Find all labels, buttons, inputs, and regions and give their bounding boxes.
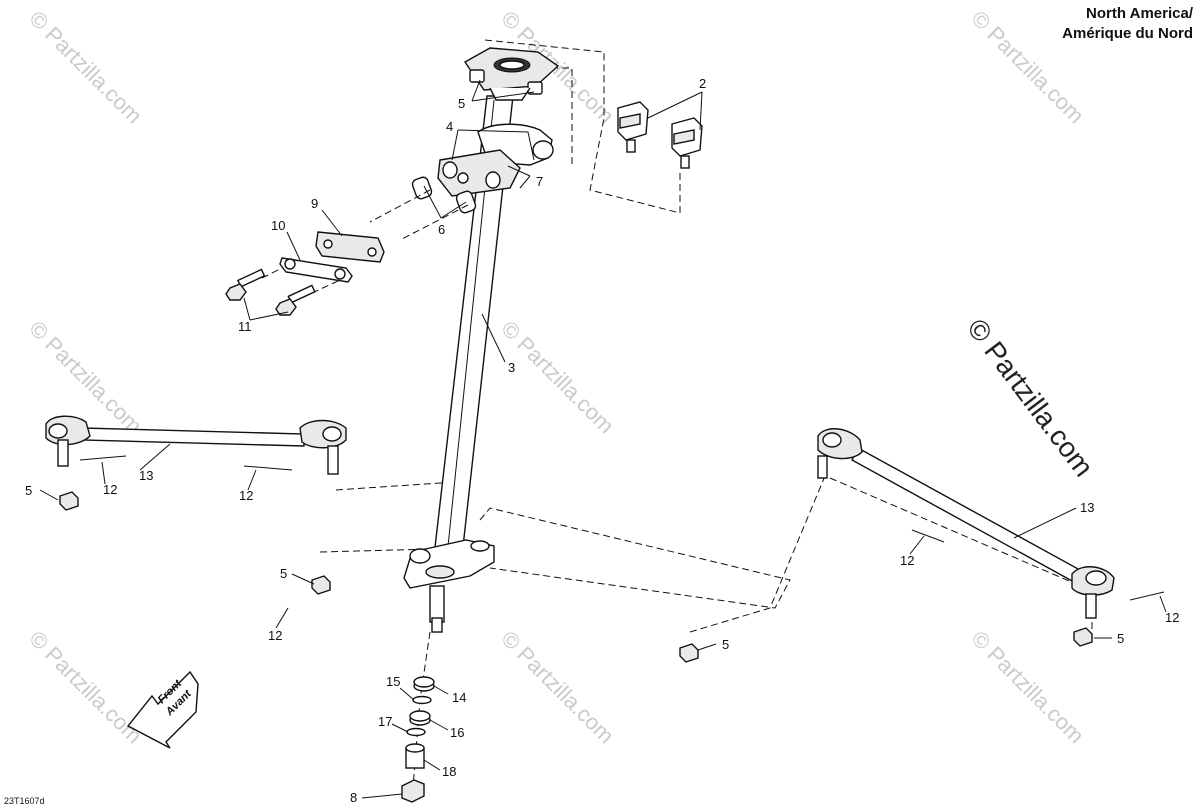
watermark-group: © Partzilla.com © Partzilla.com © Partzi… <box>24 6 1089 749</box>
callout-17: 17 <box>378 714 392 729</box>
callout-8: 8 <box>350 790 357 805</box>
callout-11: 11 <box>238 319 252 334</box>
callout-12-c: 12 <box>268 628 282 643</box>
callout-5-mid: 5 <box>722 637 729 652</box>
callout-4: 4 <box>446 119 453 134</box>
bolt-11-a <box>225 267 283 301</box>
figure-code: 23T1607d <box>4 796 45 806</box>
callout-12-b: 12 <box>239 488 253 503</box>
watermark-text: © Partzilla.com <box>24 316 147 439</box>
tie-rod-right <box>817 428 1165 619</box>
nut-5-left <box>59 491 79 511</box>
callout-18: 18 <box>442 764 456 779</box>
clamp-2-b <box>671 117 703 169</box>
watermark-text: © Partzilla.com <box>24 6 147 129</box>
region-label-line2: Amérique du Nord <box>1062 25 1193 42</box>
pitman-arm <box>403 539 495 633</box>
callout-6: 6 <box>438 222 445 237</box>
nut-5-right <box>1073 627 1093 647</box>
tie-rod-left <box>45 415 347 475</box>
bushing-18 <box>405 743 425 769</box>
washer-17 <box>406 727 426 737</box>
callout-13-right: 13 <box>1080 500 1094 515</box>
callout-3: 3 <box>508 360 515 375</box>
callout-5-top: 5 <box>458 96 465 111</box>
bolt-11-b <box>275 279 341 316</box>
nut-5-mid <box>679 643 699 663</box>
plate-9 <box>315 231 385 263</box>
watermark-text: © Partzilla.com <box>496 316 619 439</box>
callout-5-right: 5 <box>1117 631 1124 646</box>
watermark-text: © Partzilla.com <box>24 626 147 749</box>
o-ring-15 <box>412 695 432 705</box>
callout-16: 16 <box>450 725 464 740</box>
upper-bracket <box>369 123 554 241</box>
callout-2: 2 <box>699 76 706 91</box>
callout-12-e: 12 <box>1165 610 1179 625</box>
callout-9: 9 <box>311 196 318 211</box>
callout-5-left: 5 <box>25 483 32 498</box>
callout-5-center: 5 <box>280 566 287 581</box>
top-flange <box>463 47 560 101</box>
watermark-text: © Partzilla.com <box>966 626 1089 749</box>
nut-8 <box>401 779 425 803</box>
leader-lines <box>39 79 1167 799</box>
spacer-16 <box>409 710 431 726</box>
callout-14: 14 <box>452 690 466 705</box>
assembly-guides <box>319 39 1093 801</box>
callout-12-a: 12 <box>103 482 117 497</box>
callout-12-d: 12 <box>900 553 914 568</box>
callouts: 2 5 4 7 6 9 10 11 3 13 12 12 5 5 12 5 13… <box>25 76 1179 805</box>
callout-15: 15 <box>386 674 400 689</box>
nut-5-center <box>311 575 331 595</box>
bracket-10 <box>279 257 353 283</box>
watermark-text: © Partzilla.com <box>496 626 619 749</box>
watermark-large: © Partzilla.com <box>961 313 1099 482</box>
callout-13-left: 13 <box>139 468 153 483</box>
callout-7: 7 <box>536 174 543 189</box>
region-label-line1: North America/ <box>1086 5 1194 22</box>
washer-14 <box>413 676 435 692</box>
clamp-2-a <box>617 101 649 153</box>
callout-10: 10 <box>271 218 285 233</box>
